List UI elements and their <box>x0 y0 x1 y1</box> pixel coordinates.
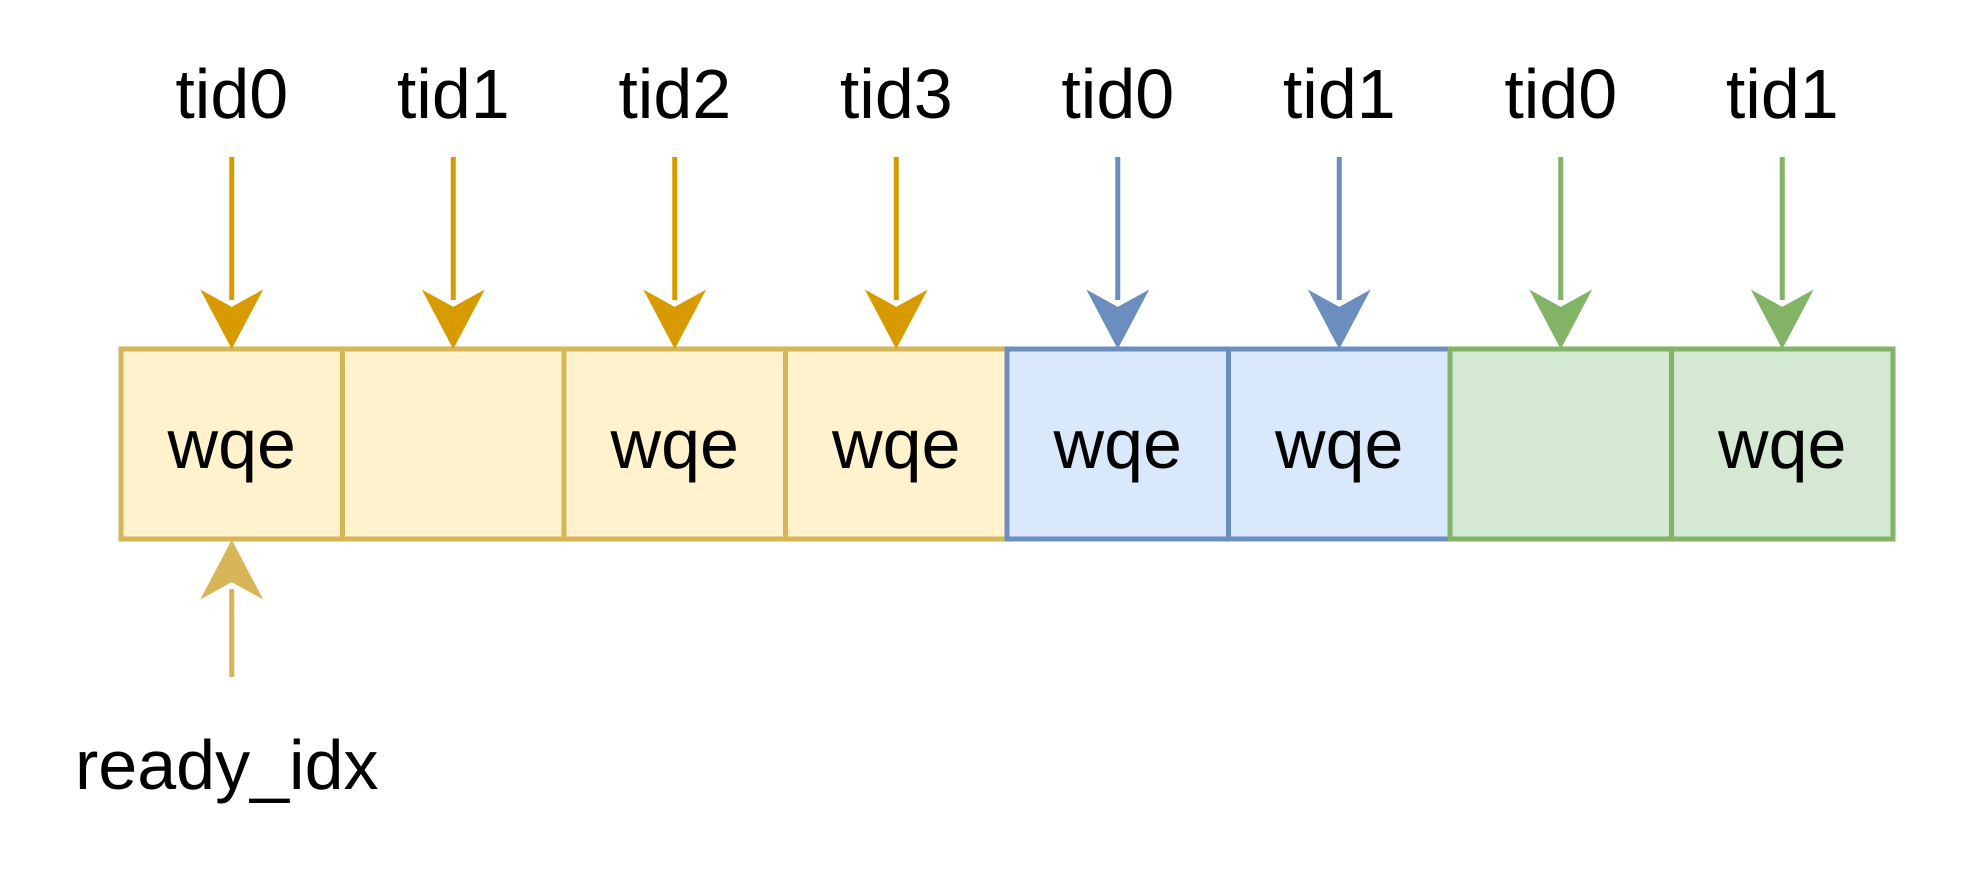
tid-arrow-head-icon <box>1307 289 1371 350</box>
cell-label: wqe <box>1053 405 1182 483</box>
buffer-cell-box <box>1226 346 1453 542</box>
tid-label: tid3 <box>840 55 953 133</box>
cell-label: wqe <box>831 405 960 483</box>
buffer-cell: wqe <box>1004 346 1231 542</box>
buffer-cell: wqe <box>783 346 1010 542</box>
buffer-cell-box <box>118 346 345 542</box>
buffer-cell-box <box>1447 346 1674 542</box>
buffer-cell: wqe <box>1669 346 1896 542</box>
ready-idx-arrow-head-icon <box>200 539 264 600</box>
tid-arrow-head-icon <box>421 289 485 350</box>
tid-arrow-0 <box>200 157 264 350</box>
tid-arrow-head-icon <box>864 289 928 350</box>
tid-arrow-6 <box>1529 157 1593 350</box>
cell-label: wqe <box>1717 405 1846 483</box>
cell-label: wqe <box>167 405 296 483</box>
tid-arrow-head-icon <box>643 289 707 350</box>
tid-arrow-7 <box>1750 157 1814 350</box>
tid-arrow-3 <box>864 157 928 350</box>
tid-label: tid2 <box>618 55 731 133</box>
tid-arrow-4 <box>1086 157 1150 350</box>
tid-arrows-layer: tid0 tid1 tid2 tid3 tid0 tid1 tid0 tid1 <box>175 55 1839 350</box>
buffer-cell-box <box>1669 346 1896 542</box>
tid-arrow-head-icon <box>1529 289 1593 350</box>
tid-arrow-1 <box>421 157 485 350</box>
tid-label: tid1 <box>1283 55 1396 133</box>
ready-idx-pointer: ready_idx <box>75 539 379 804</box>
buffer-cell <box>1447 346 1674 542</box>
buffer-cell-box <box>340 346 567 542</box>
ready-idx-label: ready_idx <box>75 726 379 804</box>
cell-label: wqe <box>1274 405 1403 483</box>
tid-label: tid0 <box>1061 55 1174 133</box>
tid-arrow-head-icon <box>1086 289 1150 350</box>
buffer-cell: wqe <box>1226 346 1453 542</box>
tid-label: tid1 <box>397 55 510 133</box>
tid-arrow-5 <box>1307 157 1371 350</box>
tid-arrow-head-icon <box>1750 289 1814 350</box>
cells-layer: wqe wqe wqe wqe wqe wqe <box>118 346 1896 542</box>
tid-arrow-2 <box>643 157 707 350</box>
buffer-cell: wqe <box>118 346 345 542</box>
tid-label: tid0 <box>1504 55 1617 133</box>
tid-arrow-head-icon <box>200 289 264 350</box>
tid-label: tid0 <box>175 55 288 133</box>
buffer-cell-box <box>561 346 788 542</box>
buffer-cell <box>340 346 567 542</box>
buffer-cell: wqe <box>561 346 788 542</box>
tid-label: tid1 <box>1726 55 1839 133</box>
cell-label: wqe <box>610 405 739 483</box>
